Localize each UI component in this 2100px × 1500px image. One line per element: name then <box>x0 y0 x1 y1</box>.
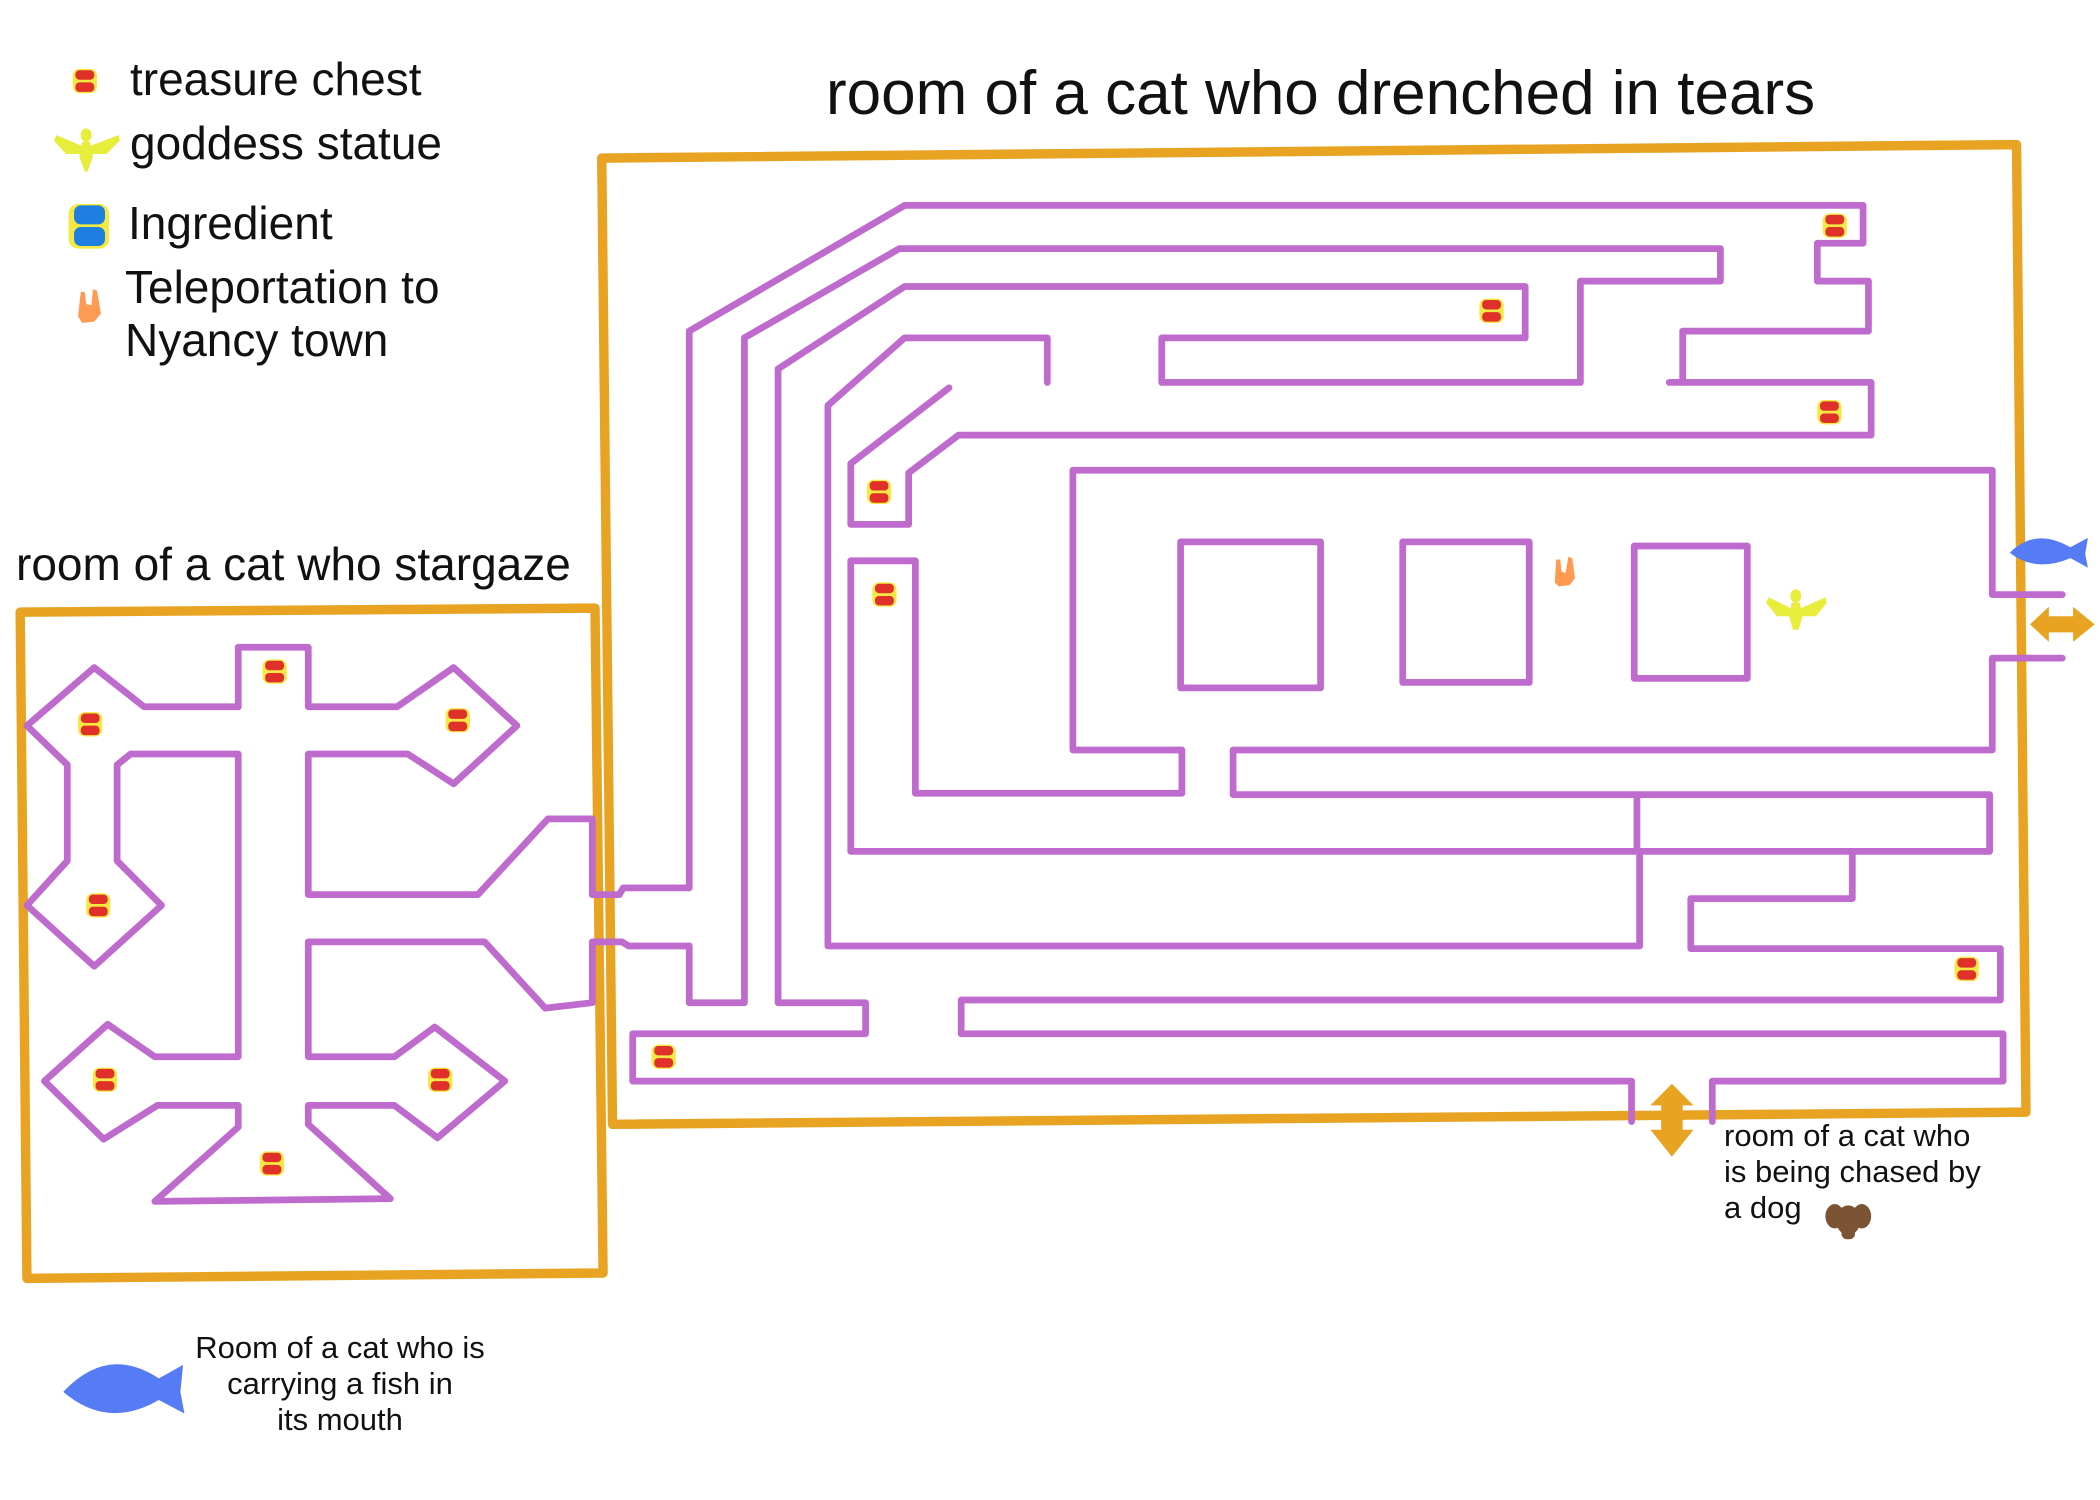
stargaze-maze <box>23 643 693 1205</box>
legend-label-goddess-statue: goddess statue <box>130 117 443 169</box>
exit-note-fish: Room of a cat who is carrying a fish in … <box>190 1330 490 1438</box>
legend-goddess-statue-icon <box>53 128 120 172</box>
legend-teleport-icon <box>78 289 101 323</box>
tears-maze <box>629 202 2066 1125</box>
treasure-chest-icon[interactable] <box>866 479 892 505</box>
treasure-chest-icon[interactable] <box>651 1044 676 1069</box>
treasure-chest-icon[interactable] <box>1954 956 1979 982</box>
exit-note-dog-line1: room of a cat who <box>1724 1118 1971 1153</box>
teleport-icon[interactable] <box>1554 556 1575 587</box>
room-border-tears <box>597 139 2031 1130</box>
room-title-stargaze: room of a cat who stargaze <box>16 538 571 590</box>
treasure-chest-icon[interactable] <box>1479 298 1504 323</box>
treasure-chest-icon[interactable] <box>259 1151 285 1176</box>
legend-label-teleport-line1: Teleportation to <box>125 261 440 313</box>
exit-arrow-south[interactable] <box>1650 1083 1694 1157</box>
treasure-chest-icon[interactable] <box>78 712 103 737</box>
treasure-chest-icon[interactable] <box>872 582 897 607</box>
legend-label-teleport-line2: Nyancy town <box>125 314 389 366</box>
treasure-chest-icon[interactable] <box>262 659 287 684</box>
legend-label-ingredient: Ingredient <box>128 197 333 249</box>
exit-note-dog-line3: a dog <box>1724 1190 1802 1225</box>
treasure-chest-icon[interactable] <box>86 893 111 918</box>
exit-note-dog-line2: is being chased by <box>1724 1154 1981 1189</box>
legend-ingredient-icon <box>68 204 110 249</box>
exit-note-fish-line3: its mouth <box>277 1402 403 1437</box>
exit-note-fish-line2: carrying a fish in <box>227 1366 453 1401</box>
exit-arrow-east[interactable] <box>2030 606 2095 642</box>
goddess-statue-icon[interactable] <box>1766 589 1827 630</box>
fish-icon-legend <box>63 1364 185 1414</box>
legend-label-treasure-chest: treasure chest <box>130 53 422 105</box>
treasure-chest-icon[interactable] <box>92 1067 118 1092</box>
exit-note-dog: room of a cat who is being chased by a d… <box>1724 1118 1981 1226</box>
treasure-chest-icon[interactable] <box>1822 213 1847 238</box>
room-border-stargaze <box>15 603 608 1284</box>
legend-treasure-chest-icon <box>72 68 97 94</box>
fish-icon-east <box>2009 537 2088 568</box>
dog-icon <box>1825 1204 1872 1240</box>
treasure-chest-icon[interactable] <box>1817 400 1842 425</box>
room-title-tears: room of a cat who drenched in tears <box>826 59 1816 128</box>
treasure-chest-icon[interactable] <box>445 708 470 733</box>
exit-note-fish-line1: Room of a cat who is <box>195 1330 485 1365</box>
treasure-chest-icon[interactable] <box>428 1067 453 1092</box>
